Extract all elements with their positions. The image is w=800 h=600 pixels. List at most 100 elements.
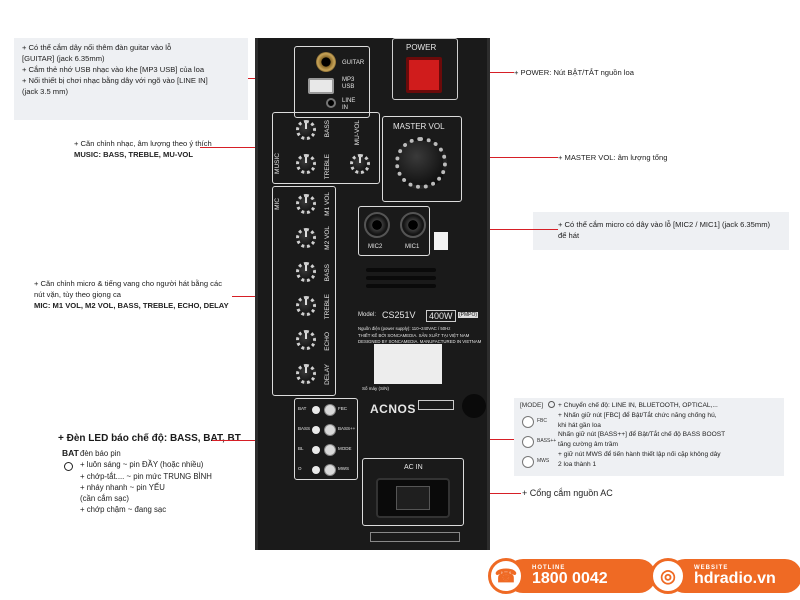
website-badge[interactable]: ◎ WEBSITE hdradio.vn xyxy=(650,558,800,594)
mic1-jack[interactable] xyxy=(400,212,426,238)
fbc-button-icon xyxy=(522,416,534,428)
mws-button-icon xyxy=(522,456,534,468)
brand-logo: ACNOS xyxy=(370,402,416,416)
note-line: + Cắm thẻ nhớ USB nhạc vào khe [MP3 USB]… xyxy=(22,65,205,74)
power-frame xyxy=(392,38,458,100)
hotline-label: HOTLINE xyxy=(532,565,566,571)
hotline-pill: HOTLINE 1800 0042 xyxy=(506,559,656,593)
mic-m1-vol-knob[interactable] xyxy=(296,194,316,214)
button-label: MWS xyxy=(338,466,349,471)
knob-label: M1 VOL xyxy=(324,192,331,216)
master-vol-label: MASTER VOL xyxy=(393,122,445,131)
mic-bass-knob[interactable] xyxy=(296,262,316,282)
pmpo-badge: (PMPO) xyxy=(458,312,479,318)
line-in-jack[interactable] xyxy=(326,98,336,108)
power-switch[interactable] xyxy=(406,57,442,93)
control-frame xyxy=(294,398,358,480)
note-line: để hát xyxy=(558,231,580,240)
master-vol-frame xyxy=(382,116,462,202)
guitar-usb-linein-note: + Có thể cắm dây nối thêm đàn guitar vào… xyxy=(14,38,248,120)
fbc-icon-label: FBC xyxy=(537,418,547,424)
note-line: 2 loa thành 1 xyxy=(558,460,597,468)
ac-in-label: AC IN xyxy=(404,464,423,471)
spec-line: THIẾT KẾ BỞI SONCAMEDIA. SẢN XUẤT TẠI VI… xyxy=(358,332,470,338)
phone-icon: ☎ xyxy=(488,558,524,594)
mic-m2-vol-knob[interactable] xyxy=(296,228,316,248)
mic-frame xyxy=(272,186,336,396)
bat-label: BAT xyxy=(62,448,79,458)
connector-line xyxy=(200,147,280,148)
note-line: tăng cường âm trầm xyxy=(558,441,619,448)
knob-label: BASS xyxy=(324,120,331,138)
connector-line xyxy=(452,229,558,230)
ac-frame xyxy=(362,458,464,526)
usb-port[interactable] xyxy=(308,78,334,94)
music-treble-knob[interactable] xyxy=(296,154,316,174)
fbc-button[interactable] xyxy=(324,404,336,416)
button-label: BASS++ xyxy=(338,426,356,431)
speaker-rear-panel: GUITAR MP3 USB LINE IN POWER MUSIC BASS … xyxy=(255,38,490,550)
guitar-jack[interactable] xyxy=(316,52,336,72)
note-line: đèn báo pin xyxy=(80,449,121,458)
music-vol-knob[interactable] xyxy=(350,154,370,174)
mic-echo-knob[interactable] xyxy=(296,330,316,350)
power-note: + POWER: Nút BẬT/TẮT nguồn loa xyxy=(514,68,634,77)
led-note: đèn báo pin + luôn sáng ~ pin ĐẦY (hoặc … xyxy=(80,448,212,516)
connector-line xyxy=(458,157,558,158)
mode-note-box xyxy=(514,398,784,476)
spec-lines: Nguồn điện (power supply): 110~240VAC / … xyxy=(358,326,481,346)
connector-line xyxy=(212,440,282,441)
bat-led-icon xyxy=(64,462,73,471)
spec-line: Nguồn điện (power supply): 110~240VAC / … xyxy=(358,326,451,331)
music-note: + Căn chỉnh nhạc, âm lượng theo ý thích … xyxy=(74,138,212,160)
ac-socket-pins xyxy=(396,486,430,510)
note-line: + Căn chỉnh nhạc, âm lượng theo ý thích xyxy=(74,139,212,148)
note-line: (jack 3.5 mm) xyxy=(22,87,68,96)
model-value: CS251V xyxy=(382,310,416,320)
connector-line xyxy=(461,493,521,494)
hotline-badge[interactable]: ☎ HOTLINE 1800 0042 xyxy=(488,558,656,594)
note-line: + Nhấn giữ nút [FBC] để Bật/Tắt chức năn… xyxy=(558,411,717,419)
master-vol-knob[interactable] xyxy=(395,137,447,189)
knob-label: ECHO xyxy=(324,332,331,351)
panel-screw-hole xyxy=(462,394,486,418)
mic-jack-note: + Có thể cắm micro có dây vào lỗ [MIC2 /… xyxy=(558,219,770,241)
website-pill: WEBSITE hdradio.vn xyxy=(668,559,800,593)
spec-line: DESIGNED BY SONCAMEDIA. MANUFACTURED IN … xyxy=(358,339,482,345)
mic-treble-knob[interactable] xyxy=(296,296,316,316)
connector-line xyxy=(232,296,274,297)
note-line: + Có thể cắm micro có dây vào lỗ [MIC2 /… xyxy=(558,220,771,229)
master-vol-note: + MASTER VOL: âm lượng tổng xyxy=(558,153,668,162)
vent xyxy=(366,276,436,280)
mic2-label: MIC2 xyxy=(368,244,383,250)
model-label: Model: xyxy=(358,312,377,318)
mic-delay-knob[interactable] xyxy=(296,364,316,384)
mic-label: MIC xyxy=(274,198,281,210)
music-frame xyxy=(272,112,380,184)
note-line: + chớp-tắt.... ~ pin mức TRUNG BÌNH xyxy=(80,471,212,481)
globe-icon: ◎ xyxy=(650,558,686,594)
watt-value: 400W xyxy=(426,310,456,322)
note-line: Nhấn giữ nút [BASS++] để Bật/Tắt chế độ … xyxy=(558,431,726,439)
mws-button[interactable] xyxy=(324,464,336,476)
led-label: BAT xyxy=(298,406,307,411)
knob-label: MU-VOL xyxy=(354,120,361,146)
led-label: O xyxy=(298,466,302,471)
knob-label: TREBLE xyxy=(324,294,331,320)
knob-label: M2 VOL xyxy=(324,226,331,250)
bass-boost-button[interactable] xyxy=(324,424,336,436)
knob-label: BASS xyxy=(324,264,331,282)
website-label: WEBSITE xyxy=(694,565,729,571)
mode-button[interactable] xyxy=(324,444,336,456)
bass-led xyxy=(312,426,320,434)
mp3-usb-label: MP3 USB xyxy=(342,77,355,90)
knob-label: TREBLE xyxy=(324,154,331,180)
mic2-jack[interactable] xyxy=(364,212,390,238)
music-bass-knob[interactable] xyxy=(296,120,316,140)
bat-led xyxy=(312,406,320,414)
power-label: POWER xyxy=(406,43,437,52)
warning-label xyxy=(370,532,460,542)
mic-jack-note-box xyxy=(533,212,789,250)
input-frame xyxy=(294,46,370,118)
note-line: + Có thể cắm dây nối thêm đàn guitar vào… xyxy=(22,43,172,52)
